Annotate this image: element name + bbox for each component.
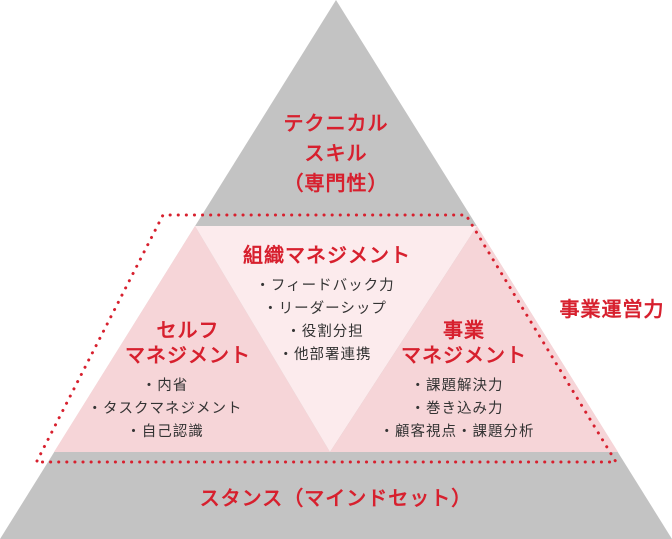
organization-item: ・役割分担 xyxy=(286,323,364,340)
self-item: ・自己認識 xyxy=(126,423,204,440)
self-title2: マネジメント xyxy=(125,343,251,367)
business-operation-dotted-border xyxy=(35,213,619,464)
business-title2: マネジメント xyxy=(401,343,527,367)
organization-item: ・リーダーシップ xyxy=(263,300,387,317)
business-item: ・顧客視点・課題分析 xyxy=(380,423,535,440)
business-title1: 事業 xyxy=(443,318,485,342)
business-item: ・課題解決力 xyxy=(411,377,504,394)
organization-item: ・フィードバック力 xyxy=(255,277,394,294)
business-item: ・巻き込み力 xyxy=(411,400,504,417)
self-title1: セルフ xyxy=(157,318,220,342)
self-item: ・内省 xyxy=(142,377,189,394)
self-management-zone xyxy=(54,226,330,452)
stance-label: スタンス（マインドセット） xyxy=(200,486,473,510)
technical-line3: （専門性） xyxy=(284,171,389,195)
organization-management-zone xyxy=(195,226,477,452)
organization-item: ・他部署連携 xyxy=(279,346,372,363)
organization-title: 組織マネジメント xyxy=(243,243,411,267)
technical-line1: テクニカル xyxy=(284,111,389,135)
self-item: ・タスクマネジメント xyxy=(88,400,243,417)
business-management-zone xyxy=(330,226,618,452)
technical-line2: スキル xyxy=(305,141,368,165)
business-operation-label: 事業運営力 xyxy=(560,297,665,321)
